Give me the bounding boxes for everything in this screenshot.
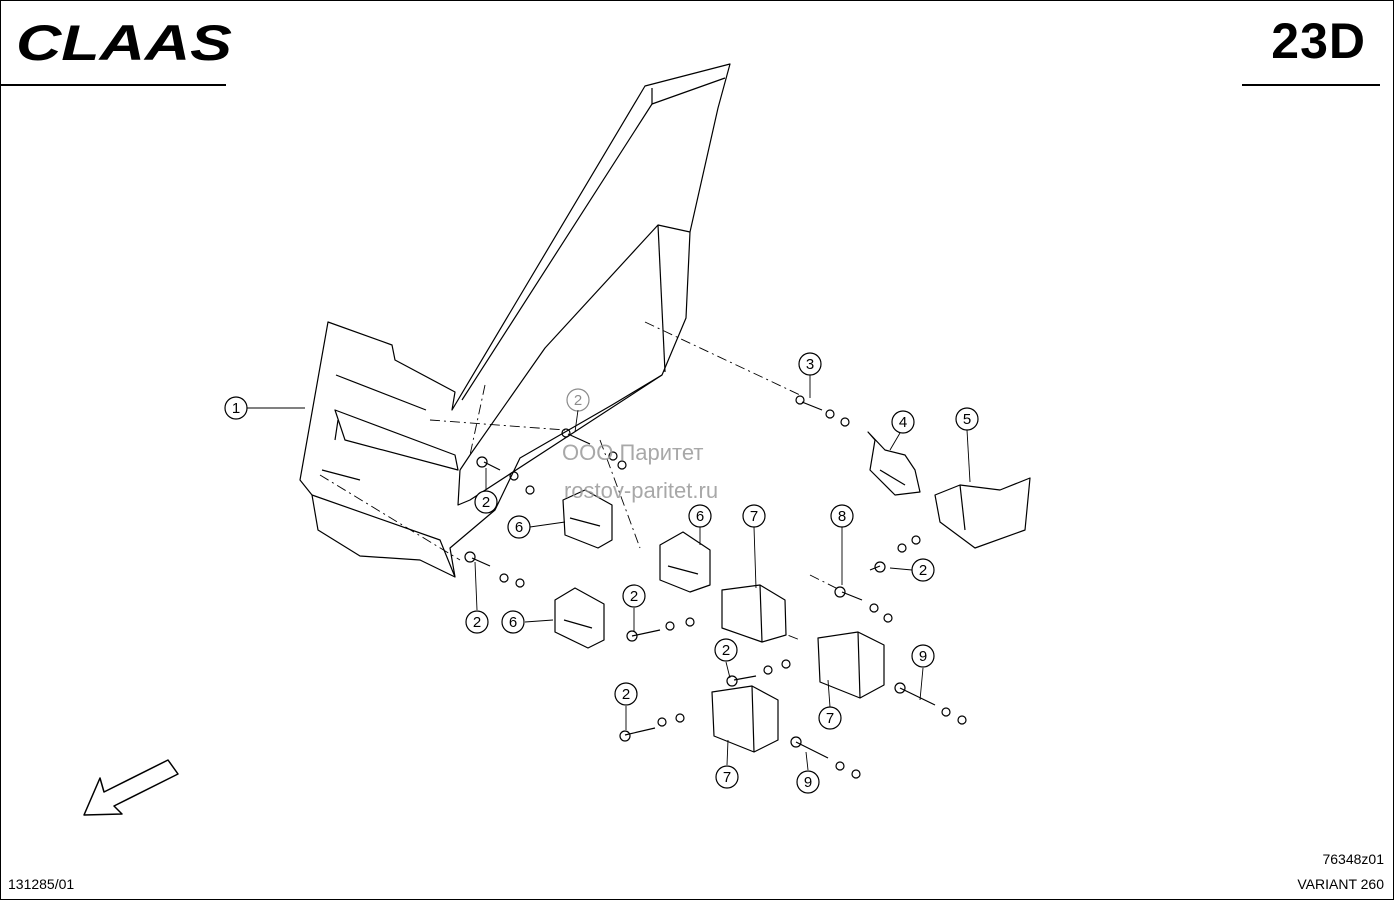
callout-part-9-a: 9	[911, 644, 935, 668]
leader-lines	[247, 375, 971, 771]
svg-text:2: 2	[919, 562, 927, 579]
svg-text:3: 3	[806, 356, 814, 373]
svg-text:9: 9	[804, 774, 812, 791]
callout-part-2-f: 2	[714, 638, 738, 662]
svg-text:7: 7	[723, 769, 731, 786]
direction-arrow-icon	[83, 759, 179, 816]
callout-part-7-a: 7	[742, 504, 766, 528]
callout-part-6-b: 6	[688, 504, 712, 528]
callout-part-1: 1	[224, 396, 248, 420]
page-code: 23D	[1271, 13, 1366, 69]
svg-text:9: 9	[919, 648, 927, 665]
alignment-lines	[319, 321, 841, 641]
clip-part-6-b	[659, 531, 711, 593]
drawing-code: 76348z01	[1322, 851, 1384, 867]
svg-text:7: 7	[826, 710, 834, 727]
callout-part-8: 8	[830, 504, 854, 528]
svg-text:6: 6	[509, 614, 517, 631]
cover-part-5	[934, 477, 1031, 549]
callout-part-2-a: 2	[566, 388, 590, 412]
callout-part-2-c: 2	[465, 610, 489, 634]
callout-part-2-g: 2	[614, 682, 638, 706]
callout-part-2-d: 2	[911, 558, 935, 582]
callout-part-4: 4	[891, 410, 915, 434]
callout-part-9-b: 9	[796, 770, 820, 794]
svg-text:2: 2	[482, 494, 490, 511]
callout-part-6-a: 6	[507, 515, 531, 539]
fasteners	[464, 395, 967, 779]
svg-text:2: 2	[574, 392, 582, 409]
svg-text:8: 8	[838, 508, 846, 525]
block-part-7-a	[721, 584, 787, 643]
watermark-website: rostov-paritet.ru	[564, 478, 719, 503]
brand-logo-text: CLAAS	[16, 18, 232, 64]
document-number: 131285/01	[8, 876, 75, 892]
block-part-7-c	[711, 685, 779, 753]
svg-text:2: 2	[722, 642, 730, 659]
claas-logo: CLAAS	[16, 18, 232, 64]
callout-part-7-c: 7	[715, 765, 739, 789]
callout-part-5: 5	[955, 407, 979, 431]
header-rule-right	[1242, 84, 1380, 86]
callout-part-7-b: 7	[818, 706, 842, 730]
svg-text:2: 2	[630, 588, 638, 605]
clip-part-6-c	[554, 587, 605, 649]
svg-text:1: 1	[232, 400, 240, 417]
svg-text:4: 4	[899, 414, 907, 431]
svg-text:6: 6	[515, 519, 523, 536]
header-rule-left	[0, 84, 226, 86]
callout-part-2-e: 2	[622, 584, 646, 608]
svg-text:5: 5	[963, 411, 971, 428]
model-name: VARIANT 260	[1297, 876, 1384, 892]
block-part-7-b	[817, 631, 885, 699]
svg-text:2: 2	[622, 686, 630, 703]
svg-text:7: 7	[750, 508, 758, 525]
callout-part-6-c: 6	[501, 610, 525, 634]
bracket-part-4	[867, 431, 921, 496]
svg-text:6: 6	[696, 508, 704, 525]
callout-part-3: 3	[798, 352, 822, 376]
clip-part-6-a	[562, 489, 613, 549]
svg-text:2: 2	[473, 614, 481, 631]
callout-part-2-b: 2	[474, 490, 498, 514]
watermark-company: ООО Паритет	[562, 440, 704, 465]
